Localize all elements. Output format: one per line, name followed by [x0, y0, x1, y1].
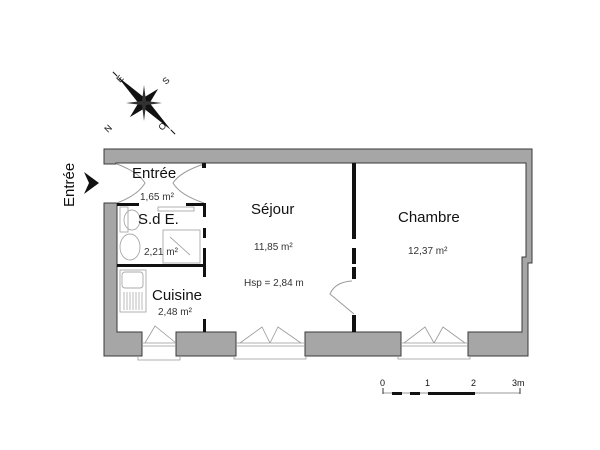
room-area: 1,65 m²	[140, 192, 175, 203]
entrance-arrow-icon	[84, 172, 99, 194]
exterior-walls	[103, 148, 533, 357]
bathroom-fixtures	[119, 206, 201, 264]
room-area: 2,21 m²	[144, 247, 179, 258]
entrance-label: Entrée	[61, 163, 78, 207]
chambre-door	[329, 280, 355, 315]
toilet-icon	[119, 206, 129, 233]
scale-bar: 0 1 2 3m	[380, 378, 525, 395]
room-area: 11,85 m²	[254, 242, 293, 253]
room-name: Chambre	[398, 209, 460, 226]
room-sde: S.d E. 2,21 m²	[138, 211, 179, 258]
compass-east-label: E	[114, 73, 125, 84]
scale-tick-3: 3m	[512, 378, 525, 388]
scale-tick-1: 1	[425, 378, 430, 388]
window-cuisine	[137, 325, 181, 361]
compass-north-label: N	[102, 123, 114, 135]
room-name: Entrée	[132, 165, 176, 182]
room-chambre: Chambre 12,37 m²	[398, 209, 460, 257]
window-chambre	[397, 326, 471, 360]
compass-south-label: S	[160, 75, 171, 86]
kitchen-fixtures	[119, 269, 147, 313]
room-cuisine: Cuisine 2,48 m²	[152, 287, 202, 318]
room-name: Cuisine	[152, 287, 202, 304]
room-name: S.d E.	[138, 211, 179, 228]
ceiling-height: Hsp = 2,84 m	[244, 278, 304, 289]
room-entree: Entrée 1,65 m²	[132, 165, 176, 203]
room-area: 2,48 m²	[158, 307, 193, 318]
room-area: 12,37 m²	[408, 246, 448, 257]
room-name: Séjour	[251, 201, 294, 218]
scale-tick-2: 2	[471, 378, 476, 388]
sink-icon	[119, 233, 141, 261]
scale-tick-0: 0	[380, 378, 385, 388]
interior-partitions	[117, 163, 356, 332]
room-sejour: Séjour 11,85 m² Hsp = 2,84 m	[244, 201, 304, 289]
compass-rose-icon: N E S O	[102, 71, 176, 135]
shower-icon	[162, 229, 201, 264]
compass-west-label: O	[156, 120, 168, 132]
window-sejour	[233, 326, 307, 360]
sink-icon	[121, 271, 144, 289]
entrance-door	[116, 163, 205, 204]
